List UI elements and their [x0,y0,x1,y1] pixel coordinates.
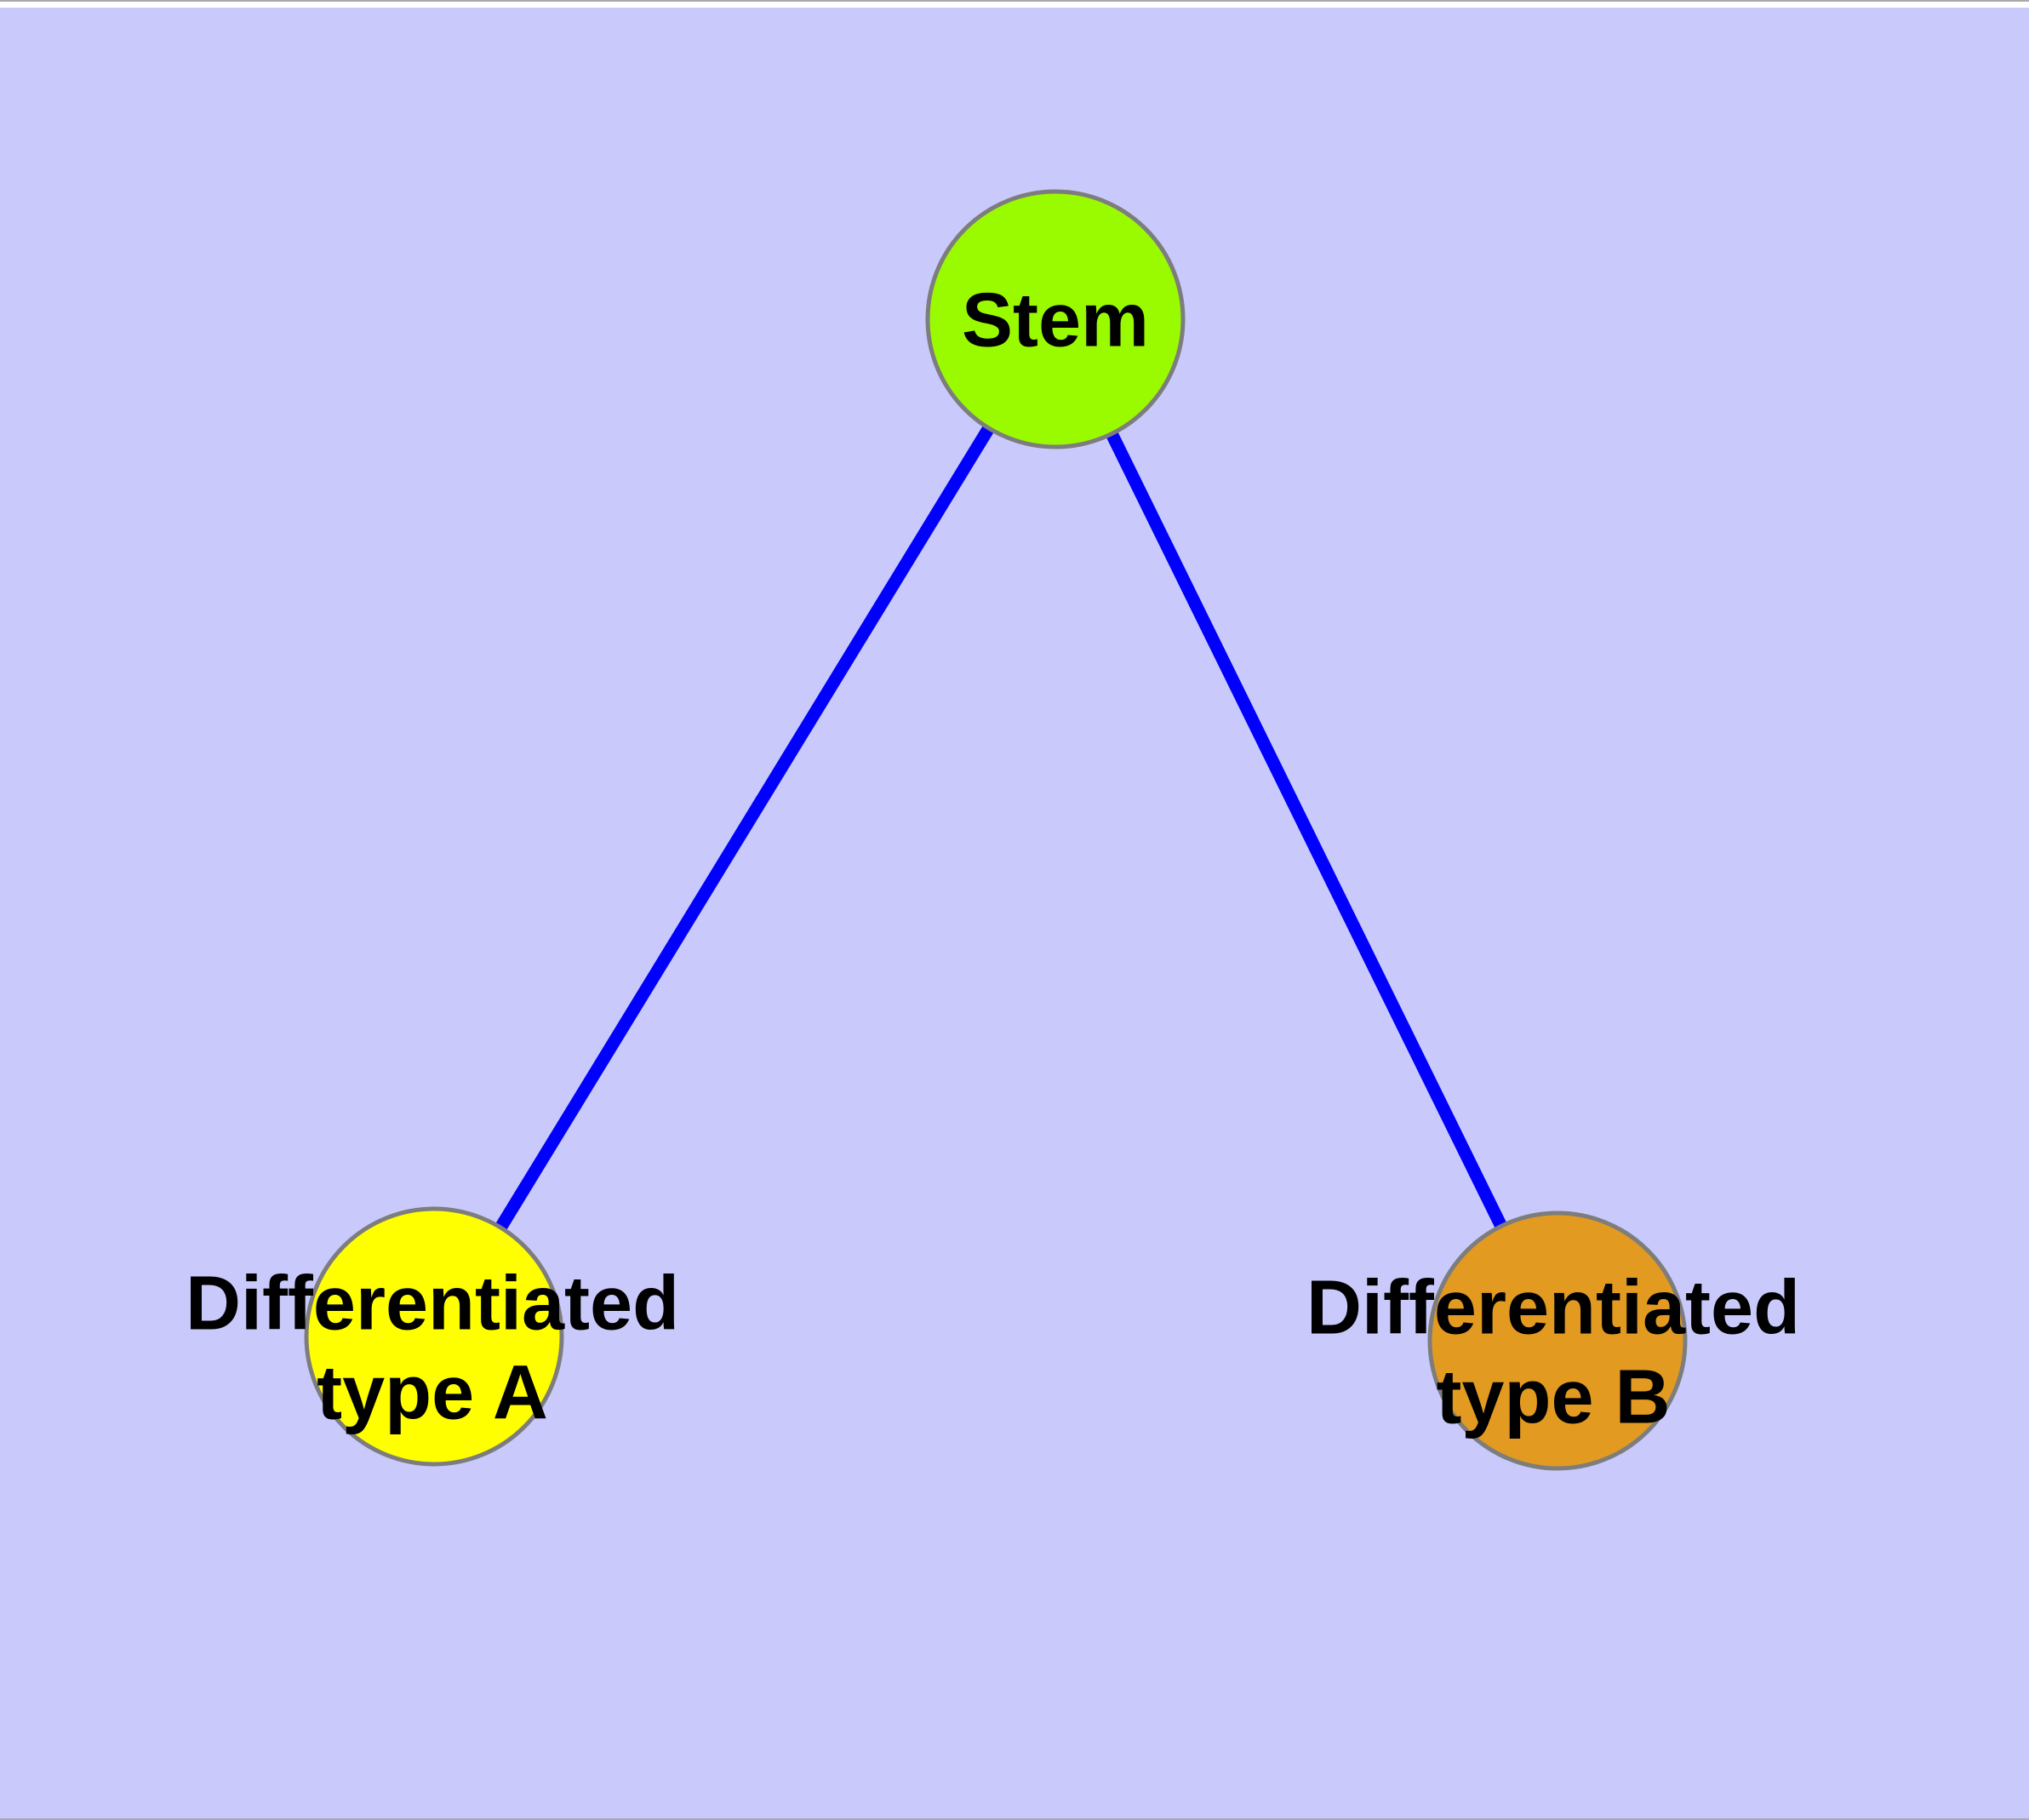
differentiated-type-a-label: Differentiated type A [185,1261,680,1436]
differentiated-type-a-node [304,1206,564,1467]
differentiated-type-b-label: Differentiated type B [1306,1265,1801,1440]
top-white-strip [0,0,2029,8]
bottom-hairline [0,1818,2029,1820]
stem-node-label: Stem [961,278,1150,363]
stem-node [925,189,1186,449]
differentiated-type-b-node [1427,1210,1688,1471]
edge-stem-to-type-a [428,316,1061,1340]
edge-stem-to-type-b [1049,316,1563,1344]
